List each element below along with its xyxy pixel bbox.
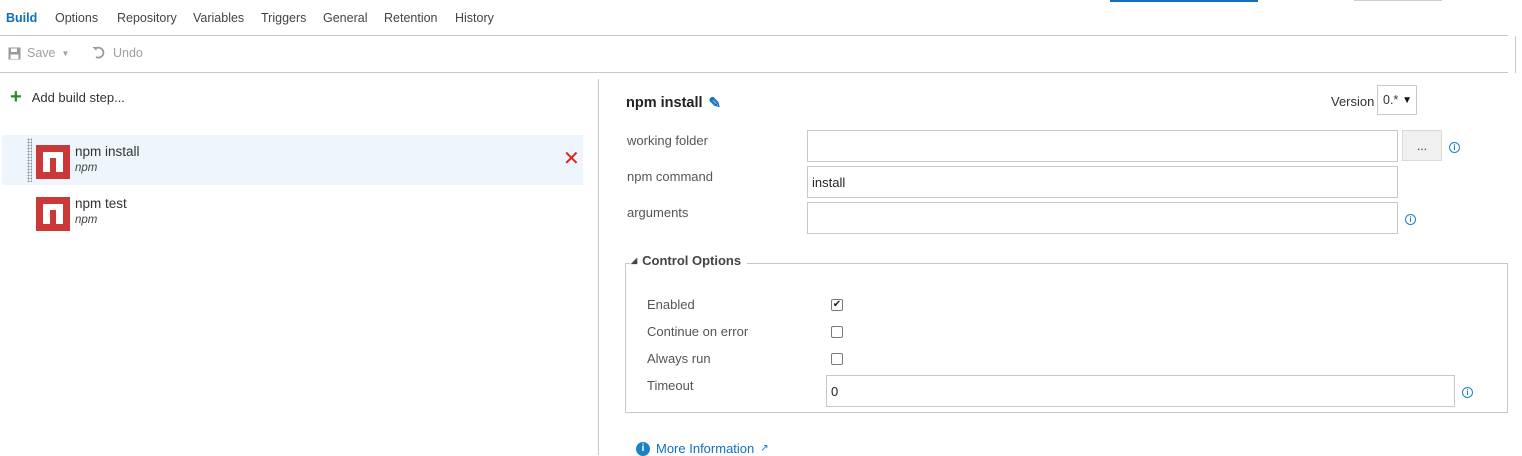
working-folder-label: working folder (627, 133, 708, 148)
chevron-down-icon: ▼ (1402, 94, 1412, 106)
tab-triggers[interactable]: Triggers (261, 11, 307, 25)
plus-icon: + (10, 86, 22, 108)
undo-button[interactable]: Undo (92, 46, 143, 60)
tab-options[interactable]: Options (55, 11, 99, 25)
npm-logo-icon (36, 197, 70, 231)
panel-divider (598, 79, 599, 455)
toolbar-divider (0, 72, 1508, 73)
tab-build[interactable]: Build (6, 11, 38, 25)
npm-command-input[interactable]: install (807, 166, 1398, 198)
control-options-group (625, 263, 1508, 413)
tab-variables[interactable]: Variables (193, 11, 245, 25)
arguments-input[interactable] (807, 202, 1398, 234)
info-icon: i (636, 441, 650, 456)
always-run-label: Always run (647, 351, 711, 366)
enabled-checkbox[interactable]: ✔ (831, 299, 843, 311)
npm-logo-icon (36, 145, 70, 179)
tab-repository[interactable]: Repository (117, 11, 177, 25)
timeout-label: Timeout (647, 378, 694, 393)
top-accent-bar (1110, 0, 1258, 2)
browse-button[interactable]: ... (1402, 130, 1442, 161)
enabled-label: Enabled (647, 297, 695, 312)
timeout-input[interactable]: 0 (826, 375, 1455, 407)
add-build-step-label: Add build step... (31, 89, 125, 105)
edge-divider (1515, 36, 1516, 73)
collapse-triangle-icon: ◢ (631, 256, 638, 265)
external-link-icon: ↗ (760, 443, 769, 454)
save-dropdown-icon: ▼ (61, 48, 70, 58)
build-step-npm-test[interactable]: npm test npm (2, 187, 583, 237)
control-options-toggle[interactable]: ◢ Control Options (630, 253, 748, 268)
undo-icon (92, 46, 105, 59)
tabs-divider (0, 35, 1508, 36)
info-icon[interactable]: i (1462, 387, 1473, 398)
task-title-text: npm install (626, 95, 703, 111)
npm-command-label: npm command (627, 169, 713, 184)
always-run-checkbox[interactable] (831, 353, 843, 365)
version-label: Version (1331, 94, 1375, 109)
checkmark-icon: ✔ (832, 299, 842, 310)
add-build-step-button[interactable]: + Add build step... (10, 86, 125, 108)
step-name: npm install (75, 144, 140, 159)
step-type: npm (75, 162, 98, 174)
continue-on-error-checkbox[interactable] (831, 326, 843, 338)
control-options-title: Control Options (642, 253, 742, 268)
delete-step-icon[interactable]: ✕ (563, 148, 580, 170)
task-title: npm install ✎ (626, 94, 721, 112)
edit-pencil-icon[interactable]: ✎ (708, 95, 722, 112)
tab-general[interactable]: General (323, 11, 368, 25)
continue-on-error-label: Continue on error (647, 324, 749, 339)
drag-handle-icon[interactable] (27, 138, 32, 182)
working-folder-input[interactable] (807, 130, 1398, 162)
step-type: npm (75, 214, 98, 226)
version-select[interactable]: 0.* ▼ (1377, 85, 1417, 115)
more-information-link[interactable]: i More Information ↗ (636, 441, 769, 456)
arguments-label: arguments (627, 205, 689, 220)
version-value: 0.* (1383, 93, 1399, 107)
info-icon[interactable]: i (1449, 142, 1460, 153)
undo-label: Undo (113, 46, 143, 60)
top-divider (1354, 0, 1442, 1)
save-button[interactable]: Save ▼ (8, 46, 69, 60)
tab-history[interactable]: History (455, 11, 494, 25)
more-information-label: More Information (656, 441, 755, 456)
build-step-npm-install[interactable]: npm install npm ✕ (2, 135, 583, 185)
step-name: npm test (75, 196, 127, 211)
save-label: Save (27, 46, 56, 60)
info-icon[interactable]: i (1405, 214, 1416, 225)
save-icon (8, 47, 21, 59)
tab-retention[interactable]: Retention (384, 11, 438, 25)
